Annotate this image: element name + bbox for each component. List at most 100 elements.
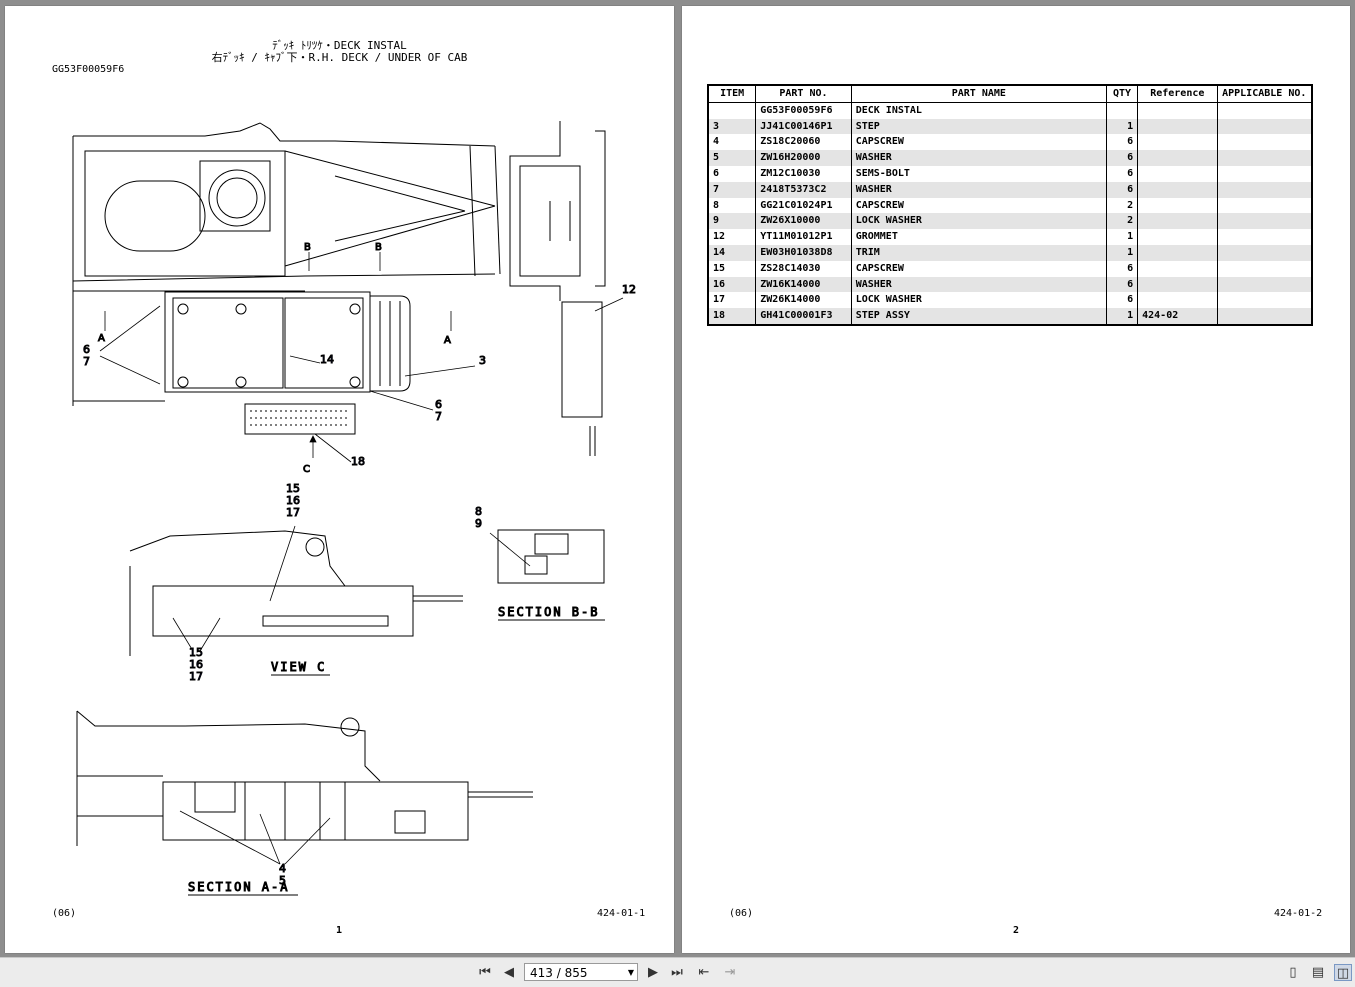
cell-part-name: SEMS-BOLT: [850, 165, 1107, 182]
prev-page-icon[interactable]: ◀: [504, 965, 514, 980]
callout-16b: 16: [189, 658, 203, 671]
section-aa-drawing: [76, 710, 533, 846]
footer-sheet-right: 424-01-2: [1274, 908, 1323, 919]
cell-qty: 6: [1105, 150, 1139, 166]
callout-15b: 15: [189, 646, 203, 659]
callout-14: 14: [320, 353, 334, 366]
cell-qty: 6: [1105, 181, 1139, 198]
cell-part-no: YT11M01012P1: [755, 229, 852, 245]
drawing-part-code: GG53F00059F6: [52, 64, 125, 75]
section-bb-label: SECTION B-B: [498, 605, 599, 619]
cell-reference: [1137, 276, 1218, 293]
last-page-icon[interactable]: ⏭: [671, 965, 683, 980]
cell-applicable: [1216, 181, 1313, 198]
cell-reference: [1137, 260, 1218, 277]
cell-reference: [1137, 229, 1218, 245]
footer-sheet-left: 424-01-1: [597, 908, 646, 919]
cell-qty: 2: [1105, 213, 1139, 230]
page-number-input[interactable]: 413 / 855 ▼: [524, 963, 638, 981]
cell-item: 15: [707, 260, 757, 277]
cell-part-no: EW03H01038D8: [755, 244, 852, 261]
cell-item: 17: [707, 292, 757, 309]
cell-part-no: ZW16K14000: [755, 276, 852, 293]
chevron-down-icon[interactable]: ▼: [627, 968, 634, 977]
cell-applicable: [1216, 244, 1313, 261]
cell-qty: 6: [1105, 276, 1139, 293]
cell-item: [707, 102, 757, 119]
side-view: [509, 121, 606, 456]
cell-qty: 1: [1105, 308, 1139, 325]
callout-17a: 17: [286, 506, 300, 519]
cell-part-name: TRIM: [850, 244, 1107, 261]
col-qty-header: QTY: [1105, 85, 1139, 103]
cell-part-name: STEP ASSY: [850, 308, 1107, 325]
view-c-label: VIEW C: [271, 660, 326, 674]
top-view-frame: [72, 122, 501, 406]
cell-item: 9: [707, 213, 757, 230]
cell-part-no: 2418T5373C2: [755, 181, 852, 198]
page-indicator: 413 / 855: [530, 966, 588, 980]
cell-item: 8: [707, 197, 757, 214]
view-marker-b2: B: [375, 242, 382, 253]
cell-item: 7: [707, 181, 757, 198]
drawing-title-line2: 右ﾃﾞｯｷ / ｷｬﾌﾞ下・R.H. DECK / UNDER OF CAB: [211, 51, 468, 64]
viewer-toolbar: ⏮ ◀ 413 / 855 ▼ ▶ ⏭ ⇤ ⇥ ▯ ▤ ◫: [0, 957, 1355, 987]
callout-9: 9: [475, 517, 482, 530]
parts-table: ITEM PART NO. PART NAME QTY Reference AP…: [707, 84, 1313, 326]
cell-part-no: ZS18C20060: [755, 134, 852, 151]
first-page-icon[interactable]: ⏮: [479, 965, 491, 980]
callout-7b: 7: [435, 410, 442, 423]
single-page-icon[interactable]: ▯: [1289, 965, 1297, 980]
callout-5: 5: [279, 874, 286, 887]
cell-reference: [1137, 118, 1218, 135]
next-page-icon[interactable]: ▶: [648, 965, 658, 980]
cell-applicable: [1216, 276, 1313, 293]
cell-applicable: [1216, 118, 1313, 135]
page-number-right: 2: [1013, 925, 1020, 936]
cell-qty: 6: [1105, 260, 1139, 277]
view-c-drawing: [129, 530, 463, 656]
continuous-page-icon[interactable]: ▤: [1311, 965, 1325, 980]
step-grating: [244, 403, 356, 435]
cell-part-name: WASHER: [850, 276, 1107, 293]
cell-qty: 6: [1105, 292, 1139, 309]
cell-applicable: [1216, 260, 1313, 277]
forward-view-icon[interactable]: ⇥: [724, 965, 736, 980]
cell-qty: 6: [1105, 134, 1139, 151]
cell-reference: [1137, 244, 1218, 261]
cell-qty: 1: [1105, 229, 1139, 245]
col-part-no-header: PART NO.: [755, 85, 852, 103]
two-page-icon[interactable]: ◫: [1334, 964, 1352, 981]
cell-part-no: GG53F00059F6: [755, 102, 852, 119]
cell-part-name: DECK INSTAL: [850, 102, 1107, 119]
cell-reference: [1137, 292, 1218, 309]
cell-applicable: [1216, 292, 1313, 309]
footer-revision-right: (06): [729, 908, 754, 919]
callout-15a: 15: [286, 482, 300, 495]
cell-part-name: CAPSCREW: [850, 260, 1107, 277]
cell-qty: 1: [1105, 244, 1139, 261]
cell-part-no: GH41C00001F3: [755, 308, 852, 325]
cell-reference: [1137, 197, 1218, 214]
footer-revision-left: (06): [52, 908, 77, 919]
back-view-icon[interactable]: ⇤: [698, 965, 710, 980]
cell-qty: 2: [1105, 197, 1139, 214]
callout-6b: 6: [435, 398, 442, 411]
cell-reference: [1137, 165, 1218, 182]
cell-reference: [1137, 181, 1218, 198]
cell-reference: 424-02: [1137, 308, 1218, 325]
cell-reference: [1137, 102, 1218, 119]
cell-part-name: CAPSCREW: [850, 134, 1107, 151]
left-page: ﾃﾞｯｷ ﾄﾘﾂｹ・DECK INSTAL 右ﾃﾞｯｷ / ｷｬﾌﾞ下・R.H.…: [5, 6, 674, 953]
col-reference-header: Reference: [1137, 85, 1218, 103]
cell-applicable: [1216, 165, 1313, 182]
deck-installation-drawing: 12 3 6 7 6 7 14 18 15 16 17 15 16 17 8 9…: [72, 121, 637, 896]
cell-part-name: LOCK WASHER: [850, 292, 1107, 309]
cell-part-no: JJ41C00146P1: [755, 118, 852, 135]
